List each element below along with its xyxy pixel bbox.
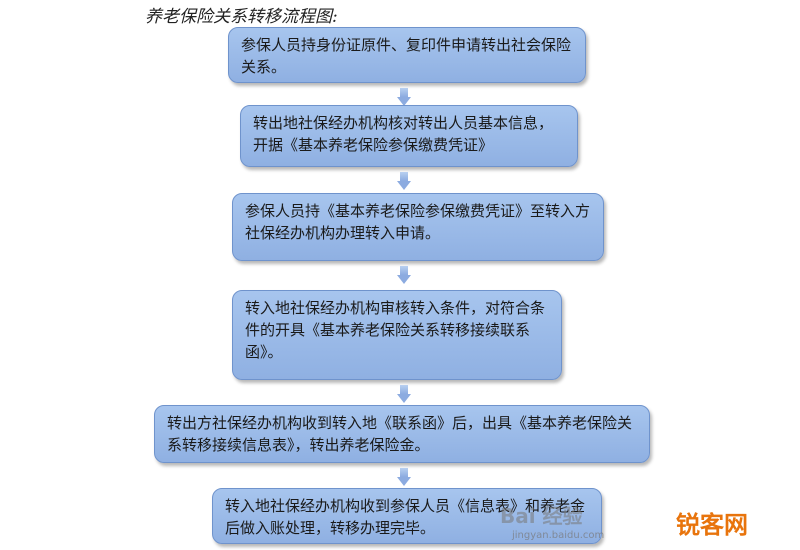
flow-arrow-1 [397,88,411,106]
flow-step-2: 转出地社保经办机构核对转出人员基本信息，开据《基本养老保险参保缴费凭证》 [240,105,578,167]
flow-arrow-2 [397,172,411,190]
flow-step-4: 转入地社保经办机构审核转入条件，对符合条件的开具《基本养老保险关系转移接续联系函… [232,290,562,380]
flow-step-5: 转出方社保经办机构收到转入地《联系函》后，出具《基本养老保险关系转移接续信息表》… [154,405,650,463]
watermark-url: jingyan.baidu.com [512,530,605,541]
flow-arrow-4 [397,385,411,403]
flow-step-6: 转入地社保经办机构收到参保人员《信息表》和养老金后做入账处理，转移办理完毕。 [212,488,602,544]
baidu-watermark: Bai 经验 [500,504,583,528]
diagram-title: 养老保险关系转移流程图: [145,7,338,27]
flow-arrow-5 [397,468,411,486]
flow-step-1: 参保人员持身份证原件、复印件申请转出社会保险关系。 [228,27,586,83]
site-logo: 锐客网 [676,511,748,539]
flow-step-3: 参保人员持《基本养老保险参保缴费凭证》至转入方社保经办机构办理转入申请。 [232,193,604,261]
flow-arrow-3 [397,266,411,284]
